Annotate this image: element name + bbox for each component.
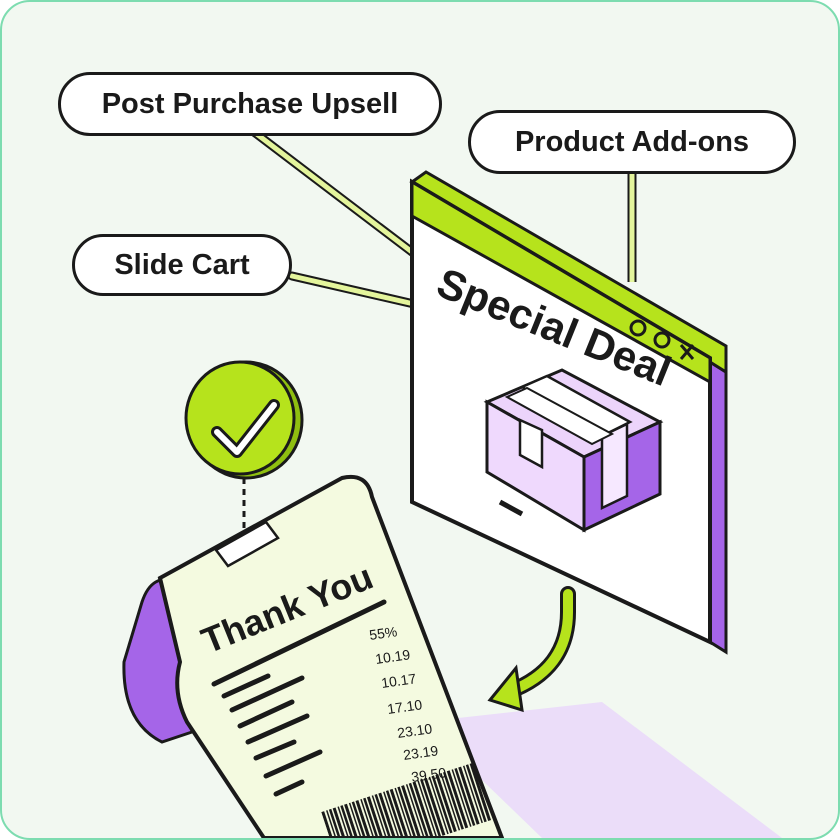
window-control-maximize bbox=[653, 331, 671, 349]
gift-box-icon bbox=[483, 368, 664, 533]
curved-arrow-icon bbox=[487, 586, 576, 713]
window-control-minimize bbox=[629, 319, 647, 337]
slide-cart-label[interactable]: Slide Cart bbox=[72, 234, 292, 296]
receipt-item-lines bbox=[211, 599, 387, 797]
post-purchase-upsell-label[interactable]: Post Purchase Upsell bbox=[58, 72, 442, 136]
post-purchase-upsell-text: Post Purchase Upsell bbox=[101, 87, 399, 120]
connector-lines bbox=[249, 127, 637, 309]
receipt-amounts: 55% 10.19 10.17 17.10 23.10 23.19 39.50 bbox=[368, 623, 447, 785]
checkmark-badge-icon bbox=[184, 360, 304, 542]
receipt-amount: 17.10 bbox=[386, 696, 423, 717]
receipt-amount: 23.10 bbox=[396, 720, 433, 741]
receipt-floor-shadow bbox=[422, 702, 782, 838]
receipt-amount: 39.50 bbox=[410, 764, 447, 785]
receipt bbox=[122, 474, 505, 838]
slide-cart-text: Slide Cart bbox=[114, 248, 250, 281]
receipt-amount: 55% bbox=[368, 623, 398, 643]
product-add-ons-label[interactable]: Product Add-ons bbox=[468, 110, 796, 174]
window-control-close-icon bbox=[679, 344, 695, 360]
receipt-amount: 10.17 bbox=[380, 670, 417, 691]
window-controls[interactable] bbox=[629, 319, 695, 360]
receipt-amount: 10.19 bbox=[374, 646, 411, 667]
receipt-amount: 23.19 bbox=[402, 742, 439, 763]
product-add-ons-text: Product Add-ons bbox=[514, 125, 750, 158]
